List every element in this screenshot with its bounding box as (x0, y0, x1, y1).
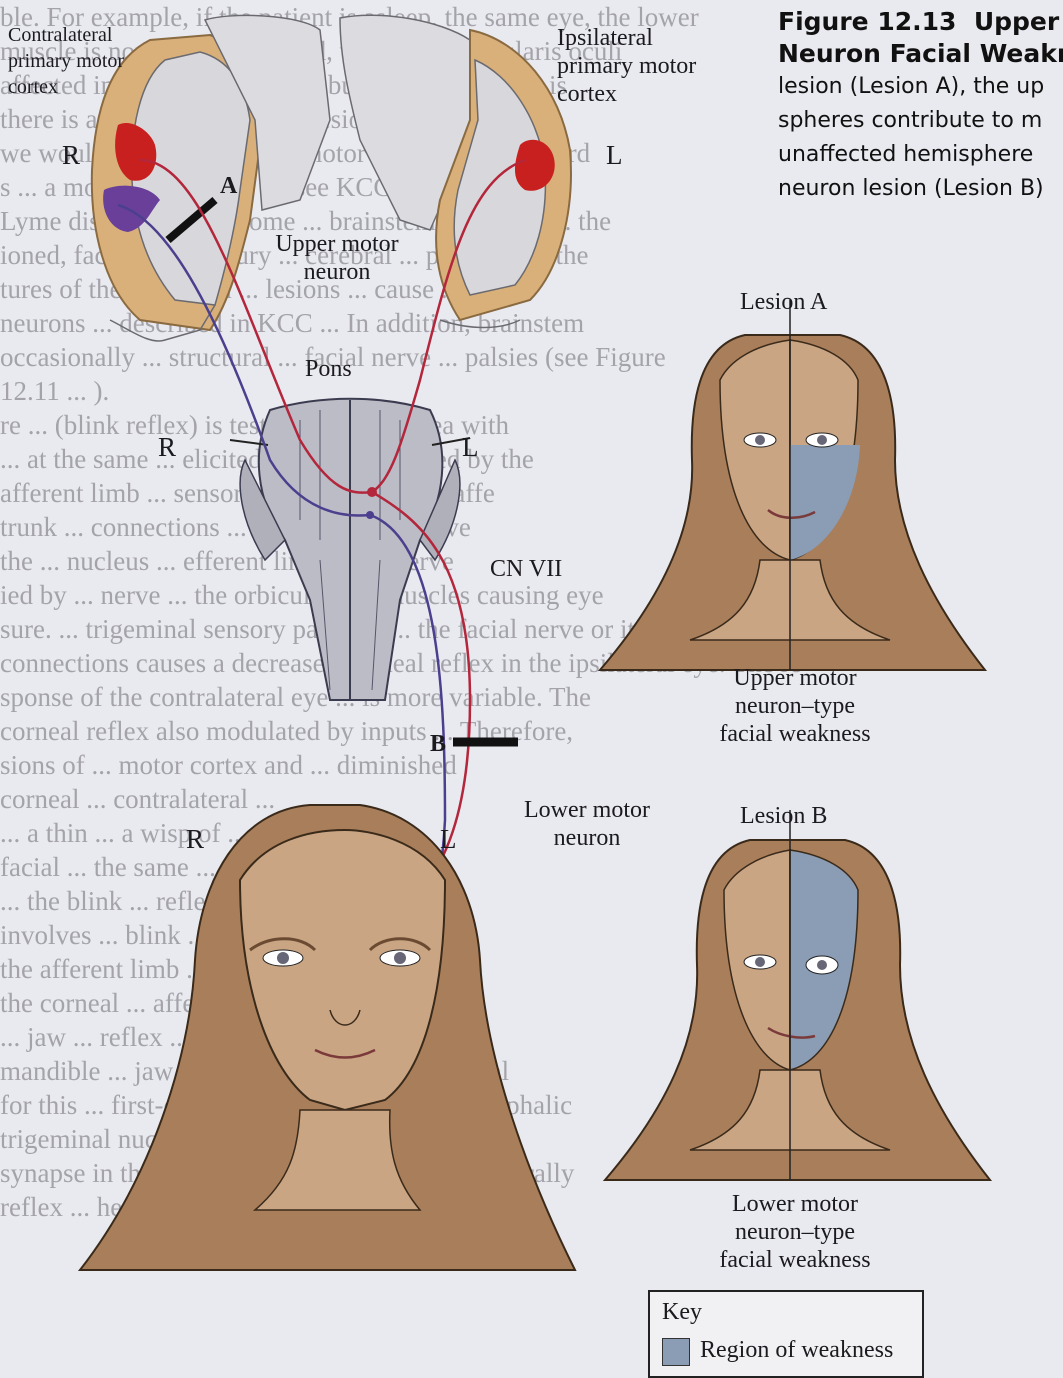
lesion-b-title: Lesion B (740, 802, 827, 830)
lesion-b-face (605, 810, 990, 1180)
right-hemisphere-section (92, 15, 330, 341)
lesion-a-marker: A (220, 172, 237, 200)
side-r-face: R (186, 824, 204, 855)
pons-label: Pons (305, 355, 352, 383)
key-item-label: Region of weakness (700, 1336, 893, 1364)
key-title: Key (662, 1298, 702, 1326)
weakness-swatch (662, 1338, 690, 1366)
caption-line: neuron lesion (Lesion B) (778, 172, 1063, 206)
central-face (80, 805, 575, 1270)
figure-caption: Figure 12.13 Upper Neuron Facial Weakn l… (778, 6, 1063, 206)
upper-motor-neuron-label: Upper motor neuron (262, 230, 412, 286)
side-l-mid: L (462, 432, 479, 463)
figure-title-line2: Neuron Facial Weakn (778, 38, 1063, 70)
caption-line: unaffected hemisphere (778, 138, 1063, 172)
lesion-a-caption: Upper motor neuron–type facial weakness (700, 664, 890, 748)
figure-number: Figure 12.13 (778, 7, 956, 36)
brainstem (230, 399, 470, 700)
side-l-top: L (606, 140, 623, 171)
side-r-top: R (62, 140, 80, 171)
lesion-b-marker: B (430, 730, 446, 758)
lesion-a-title: Lesion A (740, 288, 827, 316)
cn-vii-label: CN VII (490, 555, 562, 583)
side-r-mid: R (158, 432, 176, 463)
caption-line: lesion (Lesion A), the up (778, 70, 1063, 104)
lesion-b-caption: Lower motor neuron–type facial weakness (700, 1190, 890, 1274)
figure-title-line1: Upper (974, 7, 1059, 36)
caption-line: spheres contribute to m (778, 104, 1063, 138)
contralateral-cortex-label: Contralateral primary motor cortex (8, 22, 124, 100)
lesion-a-face (600, 300, 985, 670)
ipsilateral-cortex-label: Ipsilateral primary motor cortex (557, 24, 696, 108)
side-l-face: L (440, 824, 457, 855)
legend-key: Key Region of weakness (648, 1290, 924, 1378)
lower-motor-neuron-label: Lower motor neuron (512, 796, 662, 852)
